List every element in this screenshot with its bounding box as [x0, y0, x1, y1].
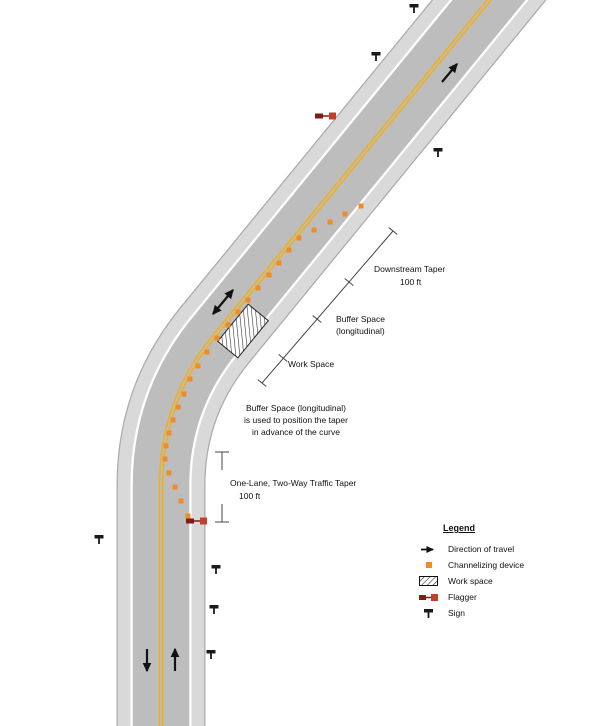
- channelizing-device: [166, 430, 172, 436]
- channelizing-device: [170, 417, 176, 423]
- sign-icon: [94, 535, 104, 544]
- channelizing-device: [187, 376, 193, 382]
- dimension-tick: [344, 278, 354, 286]
- channelizing-device: [178, 498, 184, 504]
- channelizing-device: [245, 297, 251, 303]
- channelizing-device: [181, 391, 187, 397]
- channelizing-device: [311, 227, 317, 233]
- legend-item-direction-of-travel: Direction of travel: [417, 541, 567, 557]
- signs-layer: [94, 4, 443, 659]
- dimension-tick: [312, 315, 322, 323]
- legend-title: Legend: [443, 523, 476, 533]
- channelizing-device: [266, 272, 272, 278]
- channelizing-device: [204, 349, 210, 355]
- legend-item-flagger: Flagger: [417, 589, 567, 605]
- devices-layer: [162, 203, 364, 519]
- downstream-taper-label: Downstream Taper: [374, 264, 445, 274]
- buffer-space-label2: (longitudinal): [336, 326, 385, 336]
- buffer-space-label: Buffer Space: [336, 314, 385, 324]
- channelizing-device: [255, 285, 261, 291]
- legend-item-label: Direction of travel: [448, 544, 515, 554]
- one-lane-taper-length: 100 ft: [239, 491, 261, 501]
- one-lane-taper-label: One-Lane, Two-Way Traffic Taper: [230, 478, 356, 488]
- channelizing-device: [235, 309, 241, 315]
- taper-dimension-line: [261, 230, 394, 384]
- flaggers-layer: [186, 112, 336, 525]
- channelizing-device: [225, 322, 231, 328]
- road: [116, 0, 547, 726]
- channelizing-device: [214, 335, 220, 341]
- sign-icon: [211, 565, 221, 574]
- work-space-label: Work Space: [288, 359, 334, 369]
- dimension-tick: [278, 354, 288, 362]
- legend-item-label: Flagger: [448, 592, 477, 602]
- work-space-icon: [417, 575, 441, 587]
- buffer-note-line3: in advance of the curve: [252, 427, 340, 437]
- dimension-tick: [388, 227, 398, 235]
- legend-item-work-space: Work space: [417, 573, 567, 589]
- sign-icon: [209, 605, 219, 614]
- channelizing-device: [195, 363, 201, 369]
- legend-item-label: Channelizing device: [448, 560, 525, 570]
- flagger-icon: [315, 112, 336, 120]
- channelizing-device: [162, 456, 168, 462]
- channelizing-device: [172, 484, 178, 490]
- sign-icon: [371, 52, 381, 61]
- channelizing-device: [358, 203, 364, 209]
- direction-of-travel-arrow: [441, 63, 458, 83]
- flagger-icon: [417, 593, 441, 602]
- flagger-icon: [186, 517, 207, 525]
- legend: Legend Direction of travel Channelizing …: [417, 523, 567, 621]
- channelizing-device: [185, 513, 191, 519]
- channelizing-device: [286, 247, 292, 253]
- arrows-layer: [142, 63, 458, 673]
- channelizing-device-icon: [417, 561, 441, 569]
- legend-item-sign: Sign: [417, 605, 567, 621]
- work-space-area: [217, 303, 269, 359]
- legend-item-label: Work space: [448, 576, 493, 586]
- legend-item-label: Sign: [448, 608, 466, 618]
- buffer-note-line1: Buffer Space (longitudinal): [246, 403, 346, 413]
- buffer-note-line2: is used to position the taper: [244, 415, 348, 425]
- dimension-tick: [257, 379, 267, 387]
- downstream-taper-length: 100 ft: [400, 277, 422, 287]
- channelizing-device: [175, 404, 181, 410]
- center-line-gap: [160, 0, 491, 726]
- channelizing-device: [276, 260, 282, 266]
- direction-of-travel-icon: [417, 545, 441, 554]
- sign-icon: [206, 650, 216, 659]
- workspace-layer: [217, 303, 269, 359]
- channelizing-device: [296, 235, 302, 241]
- legend-item-channelizing-device: Channelizing device: [417, 557, 567, 573]
- channelizing-device: [163, 443, 169, 449]
- channelizing-device: [327, 219, 333, 225]
- sign-icon: [409, 4, 419, 13]
- channelizing-device: [342, 211, 348, 217]
- direction-of-travel-arrow: [212, 289, 234, 315]
- sign-icon: [417, 608, 441, 619]
- sign-icon: [433, 148, 443, 157]
- channelizing-device: [166, 470, 172, 476]
- diagram-labels: Downstream Taper 100 ft Buffer Space (lo…: [230, 264, 445, 501]
- dimension-lines: [215, 227, 398, 523]
